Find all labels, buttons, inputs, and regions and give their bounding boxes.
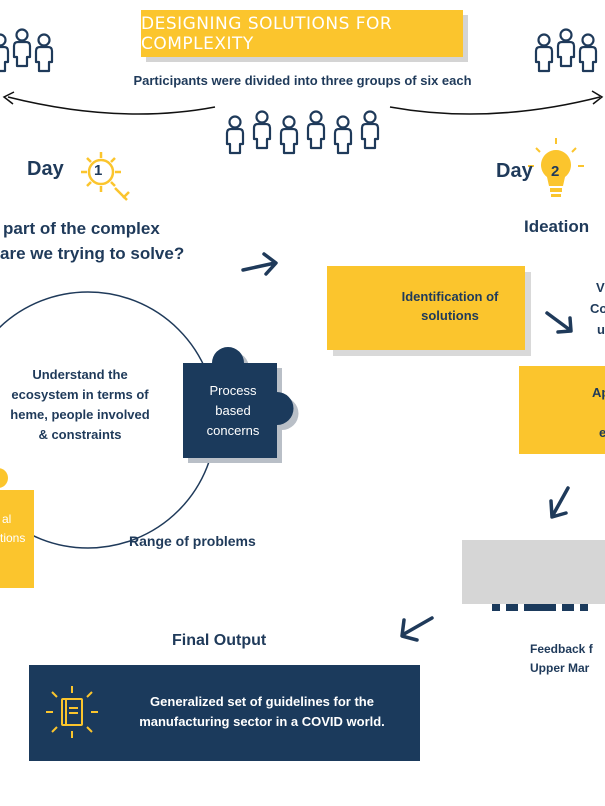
question-line-2: are we trying to solve?: [0, 244, 185, 263]
final-text-1: Generalized set of guidelines for the: [150, 694, 374, 709]
final-output-box: Generalized set of guidelines for the ma…: [29, 665, 420, 761]
final-text-2: manufacturing sector in a COVID world.: [139, 714, 385, 729]
side-text-2: Co: [590, 301, 605, 316]
side-text-1: V: [596, 280, 605, 295]
range-label: Range of problems: [129, 533, 256, 549]
people-group-icon: [0, 28, 54, 73]
arrow-icon: [241, 252, 573, 642]
left-box-text-1: al: [2, 512, 12, 526]
circle-text-3: heme, people involved: [10, 407, 150, 422]
side-text-3: u: [597, 322, 605, 337]
approach-text-1: Ap: [592, 385, 605, 400]
day2-label: Day: [496, 160, 533, 182]
left-yellow-box: [0, 490, 34, 588]
people-group-icon: [534, 28, 598, 73]
feedback-box: [462, 540, 605, 604]
lightbulb-icon: [528, 138, 584, 197]
subtitle: Participants were divided into three gro…: [133, 73, 472, 88]
circle-text-4: & constraints: [38, 427, 122, 442]
approach-box: [519, 366, 605, 454]
puzzle-text-3: concerns: [206, 423, 260, 438]
title-banner: DESIGNING SOLUTIONS FOR COMPLEXITY: [141, 10, 463, 57]
day2-number: 2: [551, 163, 560, 180]
identification-text-2: solutions: [421, 308, 479, 323]
arrow-icon: [2, 90, 604, 115]
feedback-text-1: Feedback f: [530, 642, 593, 656]
ideation-label: Ideation: [524, 217, 590, 236]
gear-wrench-icon: [81, 152, 130, 201]
puzzle-text-2: based: [215, 403, 251, 418]
day1-number: 1: [94, 162, 103, 179]
identification-box: [327, 266, 525, 350]
feedback-text-2: Upper Mar: [530, 661, 590, 675]
approach-text-2: e: [599, 425, 605, 440]
page-title: DESIGNING SOLUTIONS FOR COMPLEXITY: [141, 13, 393, 54]
book-icon: [46, 686, 98, 738]
people-group-icon: [225, 110, 380, 155]
puzzle-text-1: Process: [209, 383, 257, 398]
puzzle-piece: [183, 347, 299, 463]
final-output-title: Final Output: [172, 632, 267, 649]
question-line-1: part of the complex: [3, 219, 160, 238]
left-box-text-2: tions: [0, 531, 26, 545]
circle-text-2: ecosystem in terms of: [11, 387, 149, 402]
identification-text-1: Identification of: [401, 289, 499, 304]
circle-text-1: Understand the: [32, 367, 128, 382]
day1-label: Day: [27, 158, 64, 180]
